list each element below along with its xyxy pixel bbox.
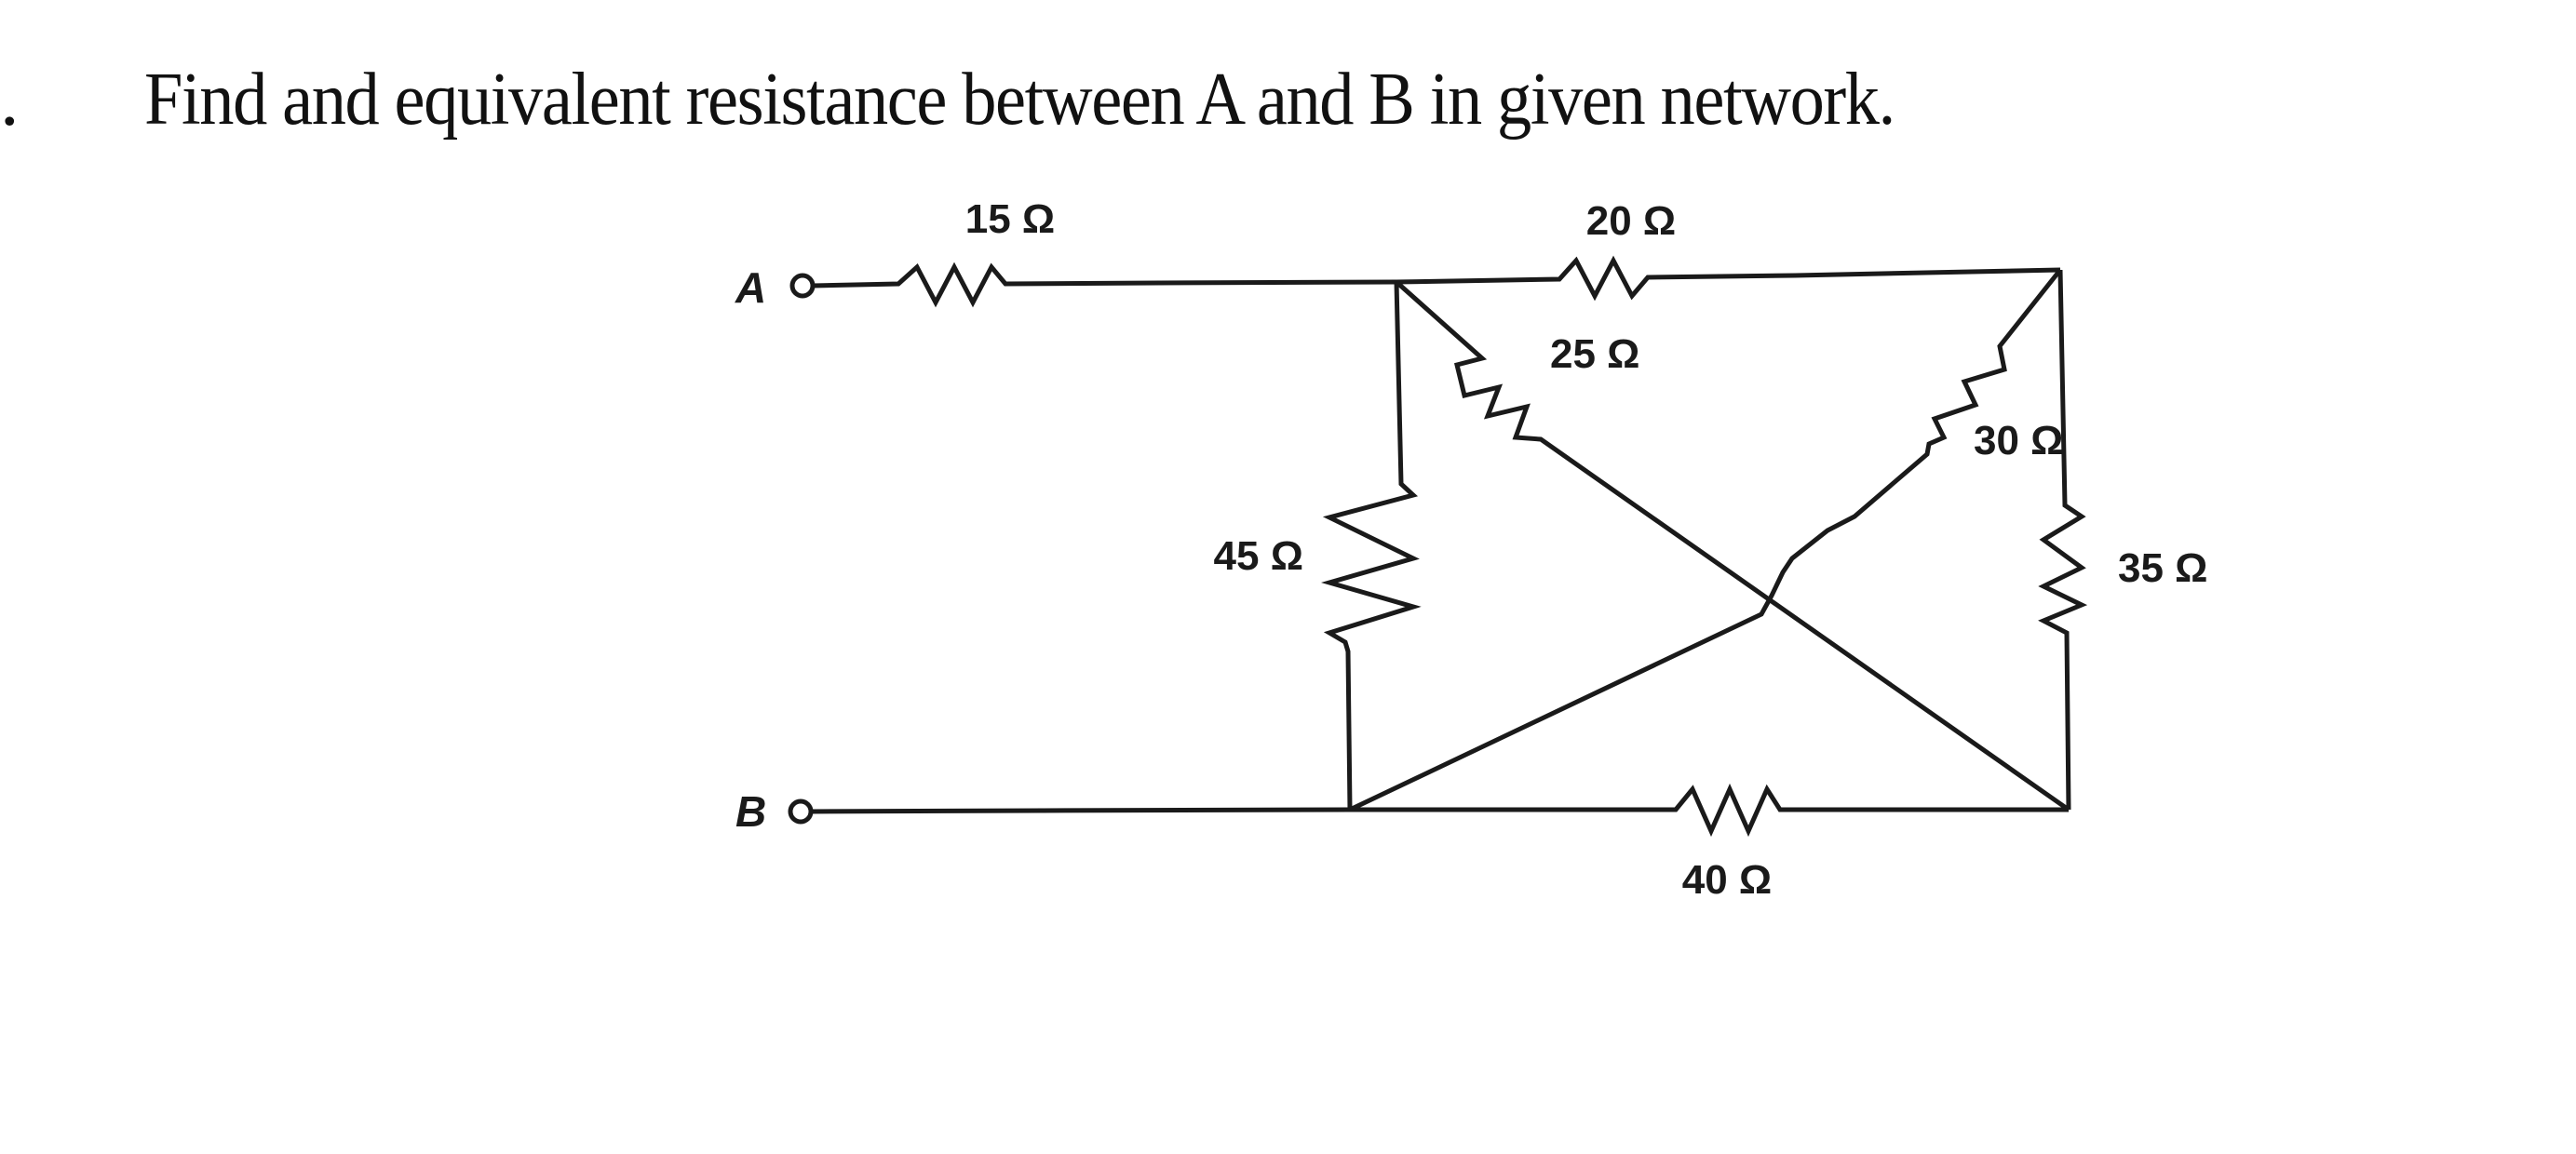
resistor-40-ohm [810, 783, 2069, 838]
terminal-b-label: B [735, 787, 766, 836]
label-45-ohm: 45 Ω [1214, 533, 1303, 579]
resistor-20-ohm [1396, 255, 2061, 302]
terminal-a-label: A [735, 263, 766, 312]
label-30-ohm: 30 Ω [1974, 418, 2063, 463]
label-40-ohm: 40 Ω [1682, 857, 1772, 903]
resistor-35-ohm [2038, 269, 2088, 811]
label-35-ohm: 35 Ω [2118, 545, 2207, 591]
label-15-ohm: 15 Ω [965, 196, 1055, 242]
label-20-ohm: 20 Ω [1586, 198, 1676, 244]
terminal-a-node [789, 273, 816, 299]
resistor-15-ohm [812, 262, 1397, 308]
resistor-30-ohm [1348, 268, 2062, 812]
question-text: Find and equivalent resistance between A… [144, 59, 1895, 141]
resistor-25-ohm [1395, 280, 2070, 812]
label-25-ohm: 25 Ω [1550, 331, 1639, 377]
terminal-b-node [788, 798, 814, 825]
question-number: . [0, 57, 20, 141]
resistor-45-ohm [1320, 281, 1422, 811]
